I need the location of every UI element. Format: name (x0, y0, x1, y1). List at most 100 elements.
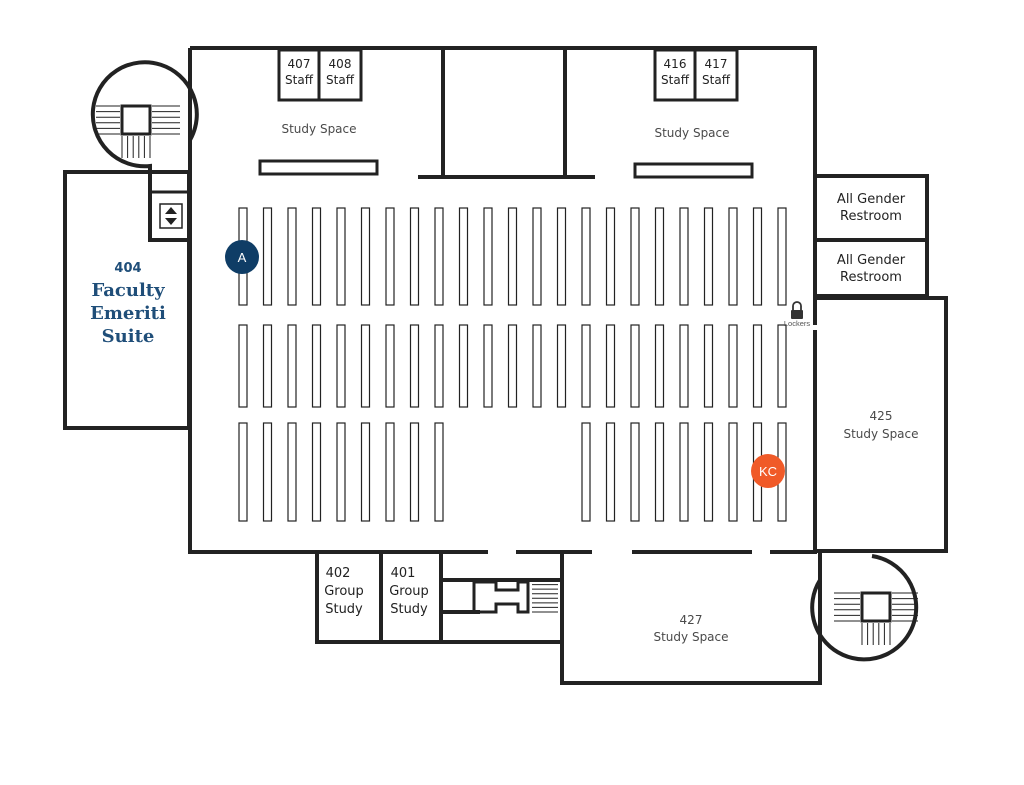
room-417[interactable] (693, 48, 739, 102)
shelf (777, 207, 787, 306)
shelf (630, 207, 640, 306)
restroom-1-line1: All Gender (837, 192, 906, 207)
shelf (434, 422, 444, 522)
shelf (262, 324, 273, 408)
elevator-icon (159, 203, 183, 229)
room-404[interactable] (63, 170, 191, 430)
shelf (385, 324, 395, 408)
central-top-walls (418, 48, 595, 179)
shelf (703, 207, 714, 306)
room-404-line2: Emeriti (90, 303, 166, 324)
restroom-1[interactable] (813, 174, 929, 242)
shelf (654, 422, 665, 522)
shelf (262, 422, 273, 522)
room-427-name: Study Space (653, 630, 728, 644)
shelf (434, 207, 444, 306)
shelf (752, 207, 763, 306)
shelf (507, 207, 518, 306)
shelf (679, 324, 689, 408)
shelf (238, 324, 248, 408)
shelf (238, 422, 248, 522)
shelf (336, 422, 346, 522)
restroom-1-line2: Restroom (840, 209, 902, 224)
shelf (556, 324, 567, 408)
shelf (556, 207, 567, 306)
shelf (287, 422, 297, 522)
room-417-number: 417 (705, 57, 728, 71)
shelf (605, 324, 616, 408)
room-425-wall[interactable] (815, 296, 948, 553)
shelf (728, 422, 738, 522)
marker-kc[interactable]: KC (751, 454, 785, 488)
study-space-ne-label: Study Space (654, 126, 729, 140)
shelf (679, 207, 689, 306)
marker-kc-circle (751, 454, 785, 488)
shelf (605, 422, 616, 522)
counter-nw (258, 159, 379, 176)
marker-a[interactable]: A (225, 240, 259, 274)
room-407-name: Staff (285, 73, 314, 87)
room-408-name: Staff (326, 73, 355, 87)
room-401-line2: Study (390, 602, 428, 617)
restroom-2-line1: All Gender (837, 253, 906, 268)
shelf (532, 324, 542, 408)
shelf (409, 324, 420, 408)
marker-a-circle (225, 240, 259, 274)
room-401-line1: Group (389, 584, 429, 599)
shelf (777, 324, 787, 408)
shelf (532, 207, 542, 306)
shelf (311, 422, 322, 522)
shelf (336, 207, 346, 306)
room-404-line1: Faculty (91, 280, 165, 301)
restroom-2[interactable] (813, 238, 929, 298)
lock-icon (791, 301, 803, 319)
shelf (434, 324, 444, 408)
room-407-number: 407 (288, 57, 311, 71)
shelf (679, 422, 689, 522)
shelf (409, 207, 420, 306)
lockers[interactable]: Lockers (784, 301, 811, 328)
stairwell-nw (90, 60, 199, 174)
shelf (507, 324, 518, 408)
shelf (630, 422, 640, 522)
shelf (311, 207, 322, 306)
group-study-walls[interactable] (315, 552, 560, 644)
room-408-number: 408 (329, 57, 352, 71)
shelf (752, 324, 763, 408)
lockers-label: Lockers (784, 319, 811, 328)
stacks-shelving (238, 207, 787, 522)
room-404-number: 404 (114, 261, 141, 276)
shelf (287, 324, 297, 408)
shelf (385, 422, 395, 522)
shelf (385, 207, 395, 306)
room-408[interactable] (317, 48, 363, 102)
room-427-number: 427 (680, 613, 703, 627)
shelf (728, 207, 738, 306)
stairwell-se (810, 554, 919, 662)
room-404-line3: Suite (102, 326, 155, 347)
shelf (703, 422, 714, 522)
shelf (311, 324, 322, 408)
restroom-2-line2: Restroom (840, 270, 902, 285)
room-416-number: 416 (664, 57, 687, 71)
shelf (654, 207, 665, 306)
room-425-number: 425 (870, 409, 893, 423)
room-417-name: Staff (702, 73, 731, 87)
room-416-name: Staff (661, 73, 690, 87)
shelf (581, 422, 591, 522)
room-427-wall[interactable] (560, 552, 822, 685)
shelf (630, 324, 640, 408)
shelf (483, 324, 493, 408)
shelf (262, 207, 273, 306)
shelf (458, 207, 469, 306)
shelf (703, 324, 714, 408)
marker-a-label: A (238, 250, 247, 265)
shelf (605, 207, 616, 306)
shelf (360, 422, 371, 522)
shelf (409, 422, 420, 522)
shelf (728, 324, 738, 408)
shelf (581, 324, 591, 408)
room-402-line2: Study (325, 602, 363, 617)
shelf (360, 207, 371, 306)
